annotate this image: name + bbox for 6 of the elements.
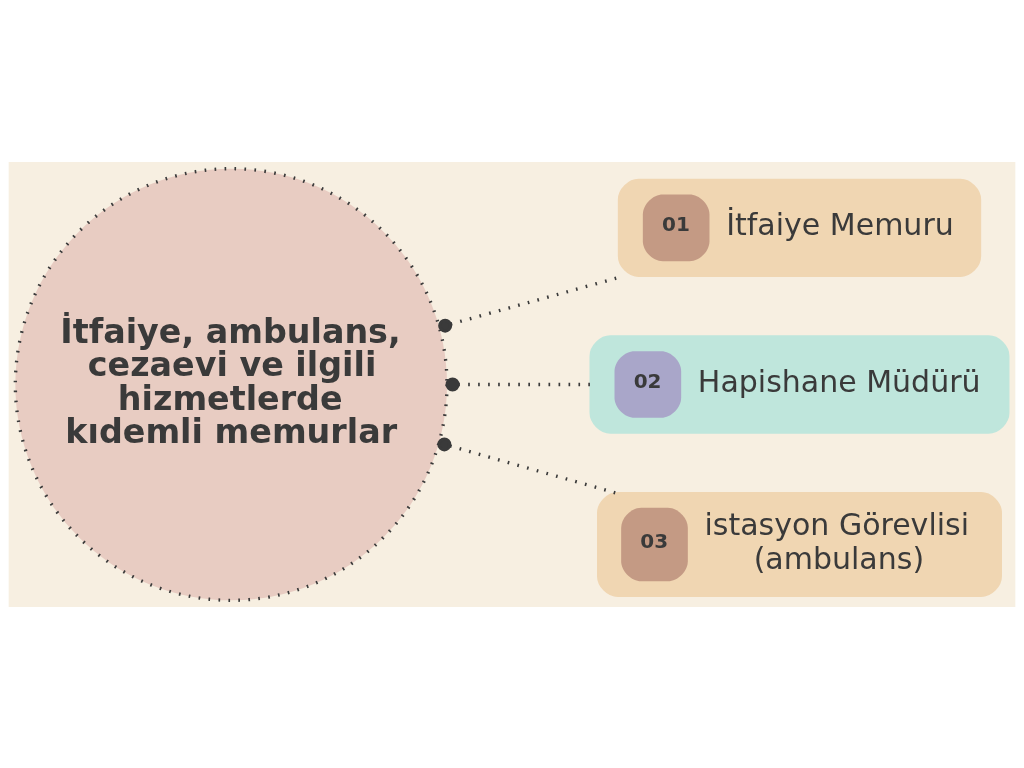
node-box: 01 İtfaiye Memuru: [617, 178, 982, 277]
node-box: 03 istasyon Görevlisi (ambulans): [597, 491, 1002, 597]
node-box: 02 Hapishane Müdürü: [589, 334, 1010, 434]
node-circle: İtfaiye, ambulans, cezaevi ve ilgili hizmetlerde kıdemli memurlar: [13, 166, 449, 602]
connector: [445, 377, 591, 391]
connector: [437, 436, 616, 494]
